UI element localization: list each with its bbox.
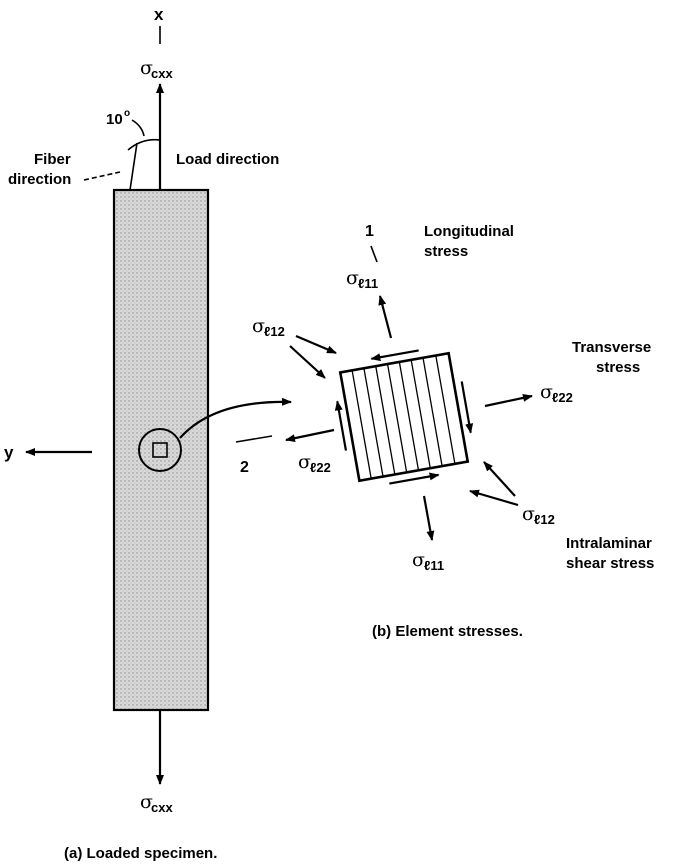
svg-text:stress: stress (424, 243, 468, 260)
svg-text:σ: σ (252, 315, 265, 337)
load-direction-label: Load direction (176, 151, 279, 168)
longitudinal-stress-label: Longitudinal stress (424, 223, 514, 260)
svg-text:σ: σ (140, 791, 153, 813)
angle-arc (127, 138, 161, 151)
svg-text:Fiber: Fiber (34, 151, 71, 168)
svg-text:σ: σ (140, 57, 153, 79)
svg-text:direction: direction (8, 171, 71, 188)
svg-text:ℓ12: ℓ12 (534, 512, 555, 527)
callout-arrow (179, 397, 292, 439)
svg-text:Longitudinal: Longitudinal (424, 223, 514, 240)
caption-a: (a) Loaded specimen. (64, 845, 217, 862)
svg-text:σ: σ (412, 549, 425, 571)
sigma-l12-lower-label: σ ℓ12 (522, 503, 555, 527)
angle-leader (131, 119, 145, 137)
sigma-l22-right-arrow (484, 393, 533, 408)
fiber-direction-label: Fiber direction (8, 151, 71, 188)
svg-text:o: o (124, 108, 130, 119)
shear-arrow-upper-1 (295, 334, 337, 355)
angle-label: 10 o (106, 108, 130, 128)
svg-text:ℓ22: ℓ22 (310, 460, 331, 475)
fiber-leader (83, 171, 121, 181)
svg-text:Intralaminar: Intralaminar (566, 535, 652, 552)
fiber-direction-line (129, 142, 138, 191)
svg-text:σ: σ (522, 503, 535, 525)
transverse-stress-label: Transverse stress (572, 339, 651, 376)
svg-text:σ: σ (346, 267, 359, 289)
svg-text:cxx: cxx (151, 66, 173, 81)
svg-text:Transverse: Transverse (572, 339, 651, 356)
element-square (152, 442, 168, 458)
shear-arrow-upper-2 (289, 345, 326, 379)
y-axis-label: y (4, 443, 14, 462)
svg-text:ℓ22: ℓ22 (552, 390, 573, 405)
sigma-l11-bottom-arrow (422, 495, 435, 541)
sigma-l22-left-label: σ ℓ22 (298, 451, 331, 475)
sigma-l11-bottom-label: σ ℓ11 (412, 549, 444, 573)
caption-b: (b) Element stresses. (372, 623, 523, 640)
sigma-l11-top-label: σ ℓ11 (346, 267, 378, 291)
svg-text:σ: σ (298, 451, 311, 473)
shear-arrow-lower-2 (469, 489, 519, 507)
sigma-l22-left-arrow (285, 428, 335, 443)
svg-text:σ: σ (540, 381, 553, 403)
direction-1-label: 1 (365, 223, 374, 240)
stress-element (334, 349, 474, 485)
svg-text:cxx: cxx (151, 800, 173, 815)
direction-1-line (370, 245, 378, 263)
direction-2-label: 2 (240, 459, 249, 476)
svg-text:10: 10 (106, 111, 123, 128)
sigma-cxx-bottom-label: σ cxx (140, 791, 173, 815)
svg-text:ℓ12: ℓ12 (264, 324, 285, 339)
x-axis-label: x (154, 5, 164, 24)
direction-2-line (235, 435, 273, 443)
sigma-l12-upper-label: σ ℓ12 (252, 315, 285, 339)
sigma-l11-top-arrow (378, 295, 393, 339)
svg-text:ℓ11: ℓ11 (424, 558, 444, 573)
sigma-cxx-top-label: σ cxx (140, 57, 173, 81)
specimen (112, 188, 210, 712)
svg-text:ℓ11: ℓ11 (358, 276, 378, 291)
svg-text:stress: stress (596, 359, 640, 376)
element-circle (138, 428, 182, 472)
shear-arrow-lower-1 (483, 461, 516, 497)
svg-text:shear stress: shear stress (566, 555, 654, 572)
sigma-l22-right-label: σ ℓ22 (540, 381, 573, 405)
intralaminar-shear-label: Intralaminar shear stress (566, 535, 654, 572)
